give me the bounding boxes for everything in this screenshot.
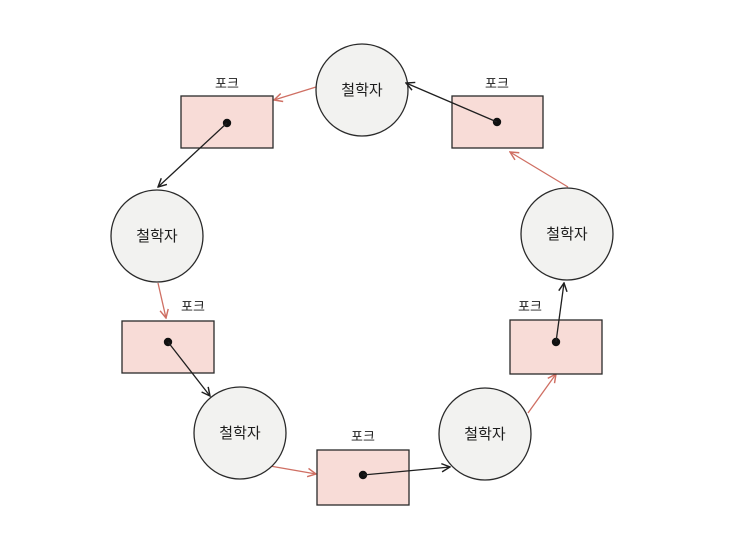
philosopher-circle	[193, 386, 287, 480]
fork-box	[509, 319, 603, 375]
philosopher-right: 철학자	[520, 187, 614, 281]
fork-box	[121, 320, 215, 374]
fork-top-right: 포크	[451, 77, 544, 149]
hold-arrow-5	[406, 83, 498, 123]
fork-label: 포크	[518, 300, 542, 315]
philosopher-circle	[110, 189, 204, 283]
request-arrow-4	[527, 374, 556, 414]
request-arrow-2	[157, 282, 166, 318]
philosopher-bottom-left: 철학자	[193, 386, 287, 480]
hold-arrow-4	[555, 283, 564, 343]
philosopher-left: 철학자	[110, 189, 204, 283]
fork-bottom: 포크	[316, 430, 410, 506]
fork-box	[316, 449, 410, 506]
fork-top-left: 포크	[180, 77, 274, 149]
hold-arrow-2	[167, 341, 210, 396]
request-arrow-3	[269, 465, 316, 474]
philosopher-top: 철학자	[315, 43, 409, 137]
philosopher-circle	[520, 187, 614, 281]
fork-label: 포크	[181, 300, 205, 315]
fork-right: 포크	[509, 300, 603, 375]
request-arrows	[157, 86, 569, 474]
request-arrow-1	[274, 86, 317, 100]
philosopher-label: 철학자	[546, 225, 588, 243]
philosopher-bottom-right: 철학자	[438, 387, 532, 481]
request-arrow-5	[510, 152, 569, 188]
fork-label: 포크	[215, 77, 239, 92]
fork-left: 포크	[121, 300, 215, 374]
philosopher-label: 철학자	[219, 424, 261, 442]
philosopher-label: 철학자	[136, 227, 178, 245]
hold-arrow-3	[362, 467, 450, 476]
hold-arrows	[158, 83, 564, 476]
hold-arrow-1	[158, 122, 228, 187]
fork-label: 포크	[485, 77, 509, 92]
philosopher-circle	[438, 387, 532, 481]
philosopher-label: 철학자	[464, 425, 506, 443]
philosopher-label: 철학자	[341, 81, 383, 99]
fork-label: 포크	[351, 430, 375, 445]
